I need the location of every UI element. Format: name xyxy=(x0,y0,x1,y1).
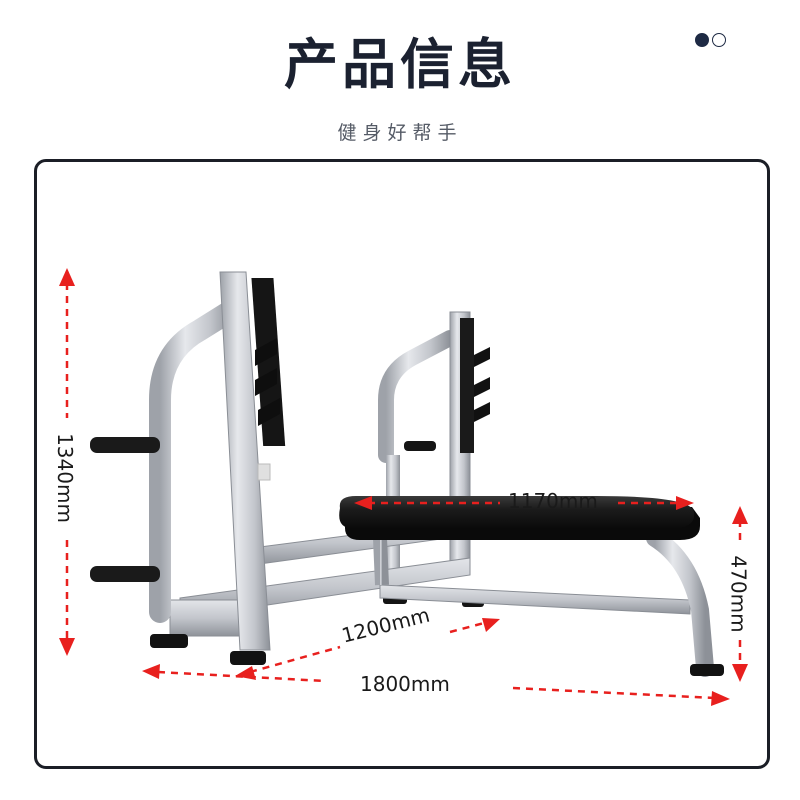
pager-dot-2[interactable] xyxy=(712,33,726,47)
dim-height-label: 1340mm xyxy=(52,433,77,523)
pager-dot-1[interactable] xyxy=(695,33,709,47)
page-title: 产品信息 xyxy=(284,33,516,96)
bench-legs xyxy=(373,529,724,677)
dim-bench-length-label: 1170mm xyxy=(508,489,598,513)
plate-peg-upper xyxy=(90,437,160,453)
dim-bench-height-label: 470mm xyxy=(726,555,751,633)
dimension-arrowheads xyxy=(59,268,748,706)
plate-peg-lower xyxy=(90,566,160,582)
front-upright xyxy=(90,271,286,665)
pager-dots[interactable] xyxy=(695,33,726,47)
bench-pad xyxy=(339,496,700,540)
dim-length-label: 1800mm xyxy=(360,672,450,696)
page-subtitle: 健身好帮手 xyxy=(337,122,463,144)
